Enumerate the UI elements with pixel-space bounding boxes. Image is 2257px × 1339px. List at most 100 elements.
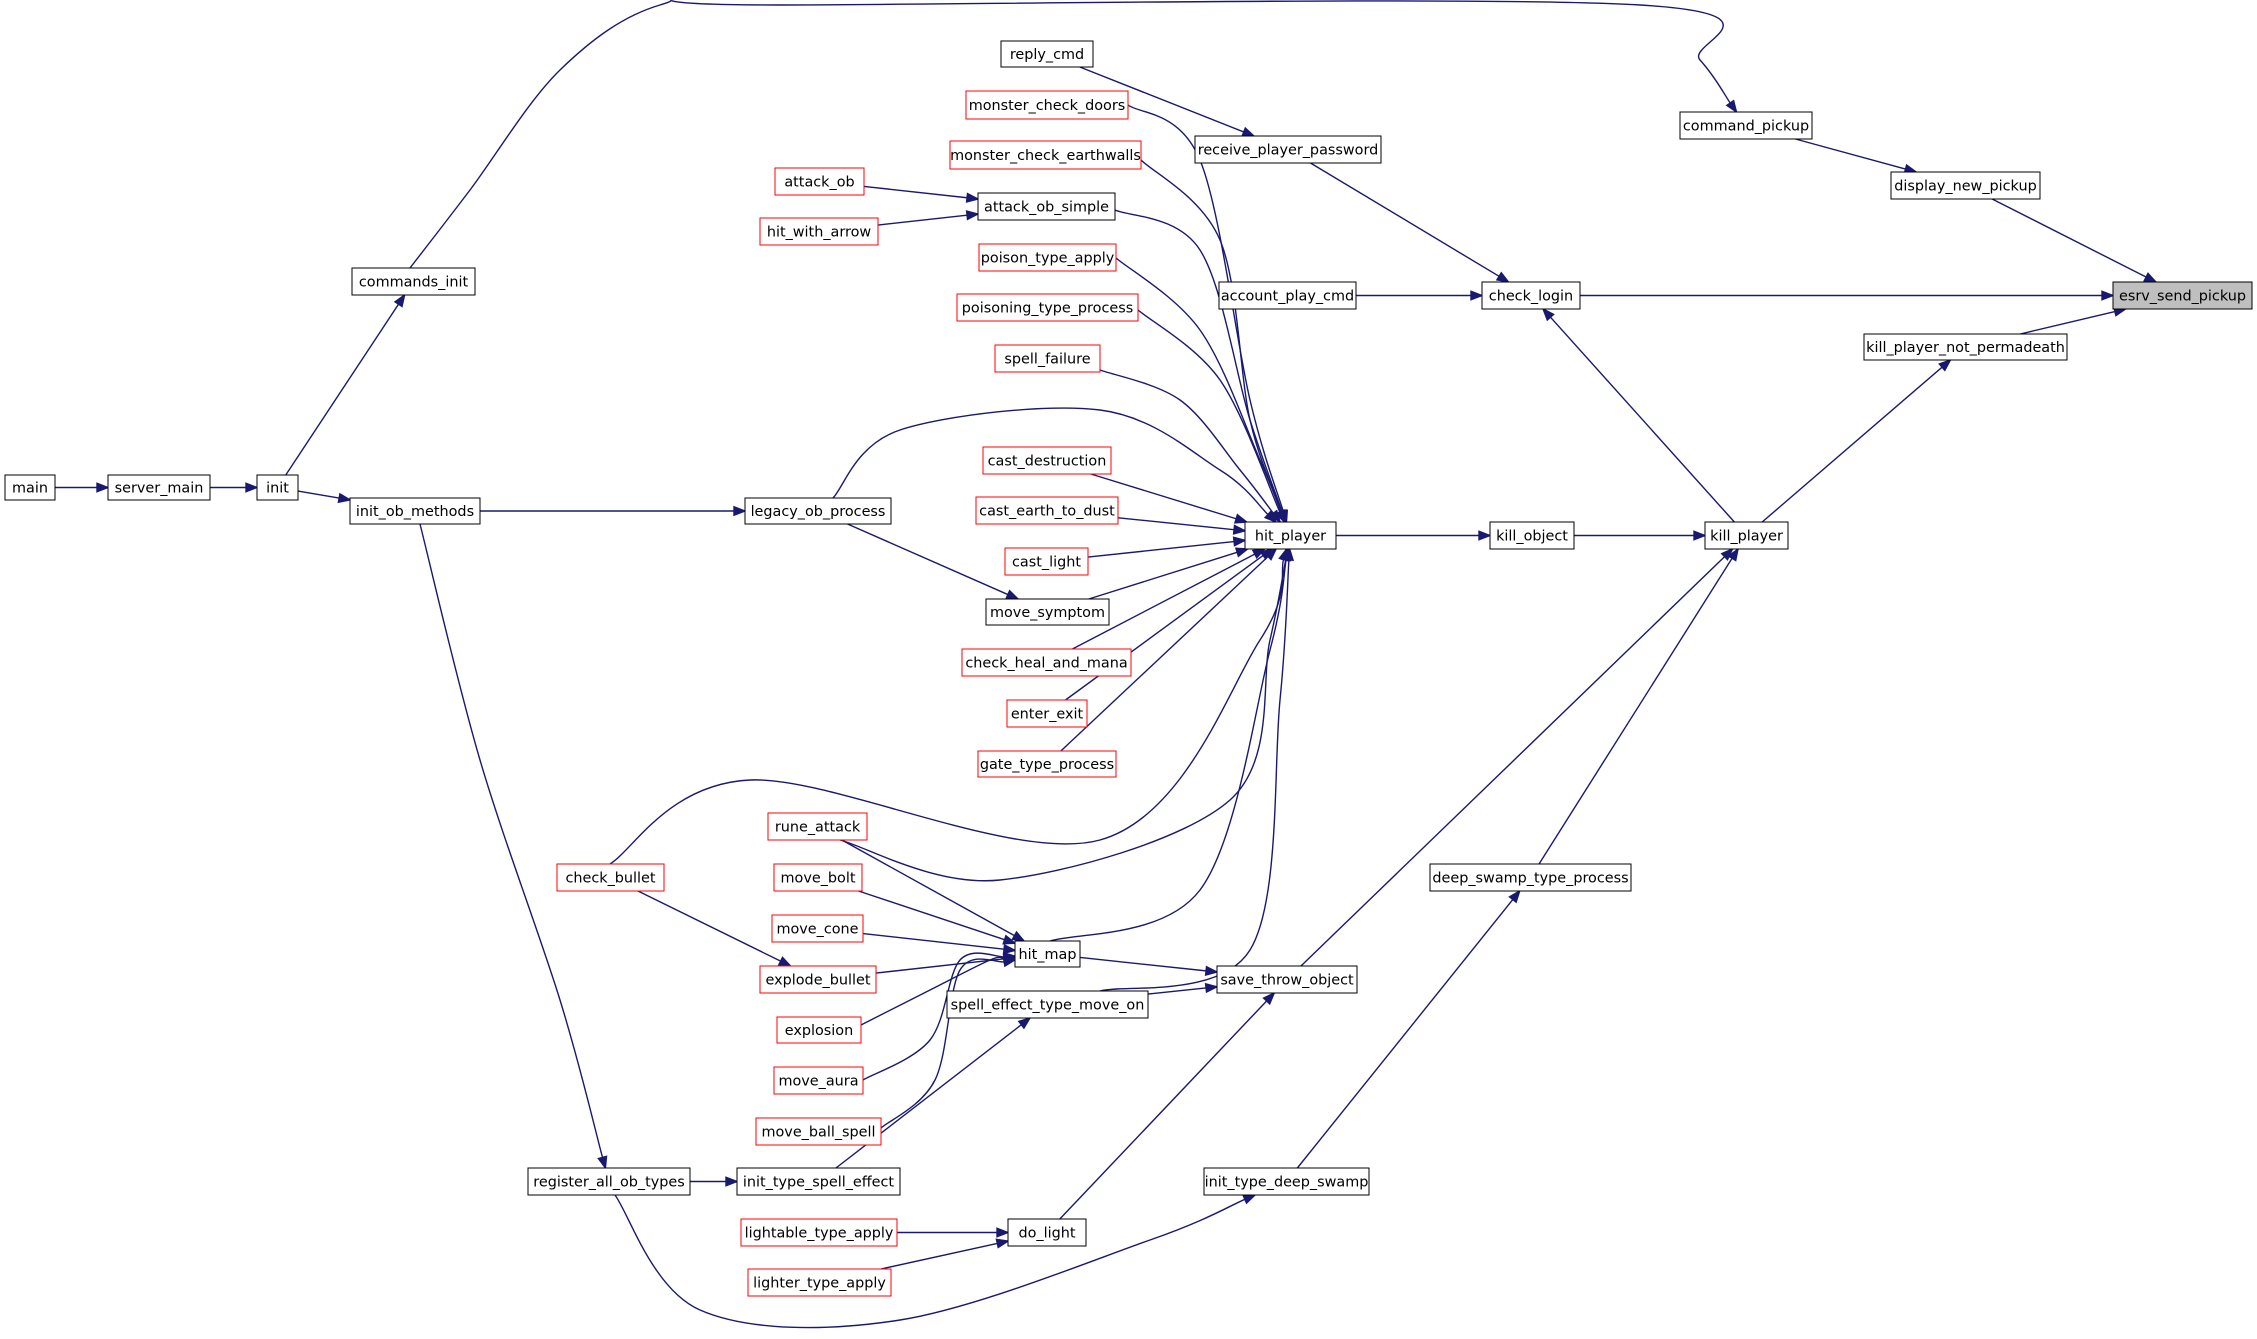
node-box: [349, 497, 481, 525]
node-poisoning_type_process[interactable]: poisoning_type_process: [956, 293, 1139, 322]
node-enter_exit[interactable]: enter_exit: [1006, 699, 1088, 728]
node-box: [1194, 135, 1382, 164]
node-account_play_cmd[interactable]: account_play_cmd: [1218, 281, 1357, 310]
edge-line: [1088, 551, 1238, 600]
node-commands_init[interactable]: commands_init: [351, 267, 476, 296]
node-label: legacy_ob_process: [751, 504, 886, 520]
edge-arrowhead: [1204, 965, 1219, 977]
edge-line: [1090, 473, 1237, 520]
node-do_light[interactable]: do_light: [1007, 1218, 1087, 1247]
node-move_ball_spell[interactable]: move_ball_spell: [755, 1117, 882, 1146]
edge-cast_earth_to_dust-to-hit_player: [1117, 517, 1247, 535]
node-label: check_login: [1489, 289, 1573, 305]
node-monster_check_earthwalls[interactable]: monster_check_earthwalls: [949, 140, 1142, 170]
node-kill_object[interactable]: kill_object: [1489, 521, 1575, 550]
node-receive_player_password[interactable]: receive_player_password: [1194, 135, 1382, 164]
node-reply_cmd[interactable]: reply_cmd: [1000, 40, 1094, 68]
edge-hit_with_arrow-to-attack_ob_simple: [877, 210, 980, 226]
node-esrv_send_pickup[interactable]: esrv_send_pickup: [2112, 281, 2253, 310]
node-label: cast_destruction: [988, 454, 1107, 470]
edge-init-to-commands_init: [285, 293, 406, 476]
node-hit_map[interactable]: hit_map: [1014, 940, 1081, 968]
edge-spell_effect_type_move_on-to-save_throw_object: [1147, 982, 1219, 995]
node-box: [2112, 281, 2253, 310]
node-display_new_pickup[interactable]: display_new_pickup: [1890, 171, 2041, 200]
edge-arrowhead: [1727, 547, 1740, 562]
node-legacy_ob_process[interactable]: legacy_ob_process: [744, 497, 892, 525]
node-rune_attack[interactable]: rune_attack: [767, 812, 868, 841]
node-init_type_spell_effect[interactable]: init_type_spell_effect: [736, 1167, 901, 1196]
edge-arrowhead: [1470, 290, 1484, 301]
edge-arrowhead: [1693, 530, 1707, 541]
node-explosion[interactable]: explosion: [776, 1016, 862, 1044]
node-hit_with_arrow[interactable]: hit_with_arrow: [759, 217, 879, 246]
edge-account_play_cmd-to-check_login: [1356, 290, 1484, 301]
node-label: attack_ob: [784, 175, 854, 191]
node-init_type_deep_swamp[interactable]: init_type_deep_swamp: [1203, 1167, 1370, 1196]
node-check_login[interactable]: check_login: [1481, 281, 1581, 310]
edge-arrowhead: [1017, 1016, 1032, 1030]
edge-arrowhead: [1478, 530, 1492, 541]
node-monster_check_doors[interactable]: monster_check_doors: [965, 90, 1129, 120]
node-check_bullet[interactable]: check_bullet: [556, 863, 665, 892]
edge-line: [877, 214, 968, 226]
node-init_ob_methods[interactable]: init_ob_methods: [349, 497, 481, 525]
node-label: display_new_pickup: [1894, 179, 2036, 195]
node-box: [1216, 965, 1358, 994]
node-cast_earth_to_dust[interactable]: cast_earth_to_dust: [975, 496, 1119, 525]
edge-line: [862, 952, 1005, 1081]
node-box: [1014, 940, 1081, 968]
node-main[interactable]: main: [4, 474, 56, 501]
edge-arrowhead: [995, 1238, 1010, 1249]
edge-line: [1137, 309, 1281, 513]
edge-line: [409, 0, 1731, 269]
node-deep_swamp_type_process[interactable]: deep_swamp_type_process: [1429, 863, 1632, 892]
node-server_main[interactable]: server_main: [107, 474, 211, 501]
node-cast_destruction[interactable]: cast_destruction: [982, 446, 1112, 475]
node-attack_ob_simple[interactable]: attack_ob_simple: [977, 192, 1116, 221]
node-label: explode_bullet: [766, 973, 871, 989]
edge-arrowhead: [597, 1155, 608, 1170]
node-box: [351, 267, 476, 296]
edge-line: [1117, 517, 1235, 531]
node-label: init_type_spell_effect: [743, 1175, 895, 1191]
edge-move_ball_spell-to-hit_map: [880, 956, 1017, 1129]
node-lighter_type_apply[interactable]: lighter_type_apply: [747, 1268, 892, 1297]
edge-line: [1140, 159, 1283, 512]
node-hit_player[interactable]: hit_player: [1244, 521, 1337, 550]
node-gate_type_process[interactable]: gate_type_process: [977, 750, 1117, 778]
node-spell_failure[interactable]: spell_failure: [994, 344, 1101, 373]
edge-line: [1049, 559, 1287, 942]
node-kill_player_not_permadeath[interactable]: kill_player_not_permadeath: [1863, 333, 2068, 361]
node-poison_type_apply[interactable]: poison_type_apply: [978, 243, 1117, 272]
node-explode_bullet[interactable]: explode_bullet: [759, 965, 877, 994]
node-lightable_type_apply[interactable]: lightable_type_apply: [740, 1218, 898, 1247]
node-label: deep_swamp_type_process: [1432, 871, 1628, 887]
node-label: move_aura: [778, 1074, 858, 1090]
node-move_cone[interactable]: move_cone: [771, 914, 864, 943]
edge-cast_destruction-to-hit_player: [1090, 473, 1249, 524]
node-label: move_cone: [776, 922, 858, 938]
node-cast_light[interactable]: cast_light: [1004, 547, 1089, 576]
node-move_aura[interactable]: move_aura: [773, 1066, 864, 1095]
edge-line: [1538, 557, 1733, 865]
edge-line: [1114, 209, 1283, 512]
edge-line: [839, 559, 1287, 882]
node-attack_ob[interactable]: attack_ob: [774, 167, 865, 196]
node-label: esrv_send_pickup: [2119, 289, 2246, 305]
node-move_symptom[interactable]: move_symptom: [985, 598, 1110, 626]
node-spell_effect_type_move_on[interactable]: spell_effect_type_move_on: [946, 990, 1149, 1019]
edge-line: [2020, 310, 2116, 335]
node-register_all_ob_types[interactable]: register_all_ob_types: [527, 1167, 691, 1196]
node-save_throw_object[interactable]: save_throw_object: [1216, 965, 1358, 994]
node-label: poisoning_type_process: [962, 301, 1133, 317]
node-label: kill_object: [1496, 529, 1568, 545]
node-check_heal_and_mana[interactable]: check_heal_and_mana: [961, 648, 1132, 677]
node-kill_player[interactable]: kill_player: [1704, 521, 1789, 550]
node-command_pickup[interactable]: command_pickup: [1679, 111, 1813, 140]
node-move_bolt[interactable]: move_bolt: [773, 863, 863, 892]
edge-line: [1115, 257, 1282, 513]
node-box: [736, 1167, 901, 1196]
node-init[interactable]: init: [256, 474, 299, 501]
